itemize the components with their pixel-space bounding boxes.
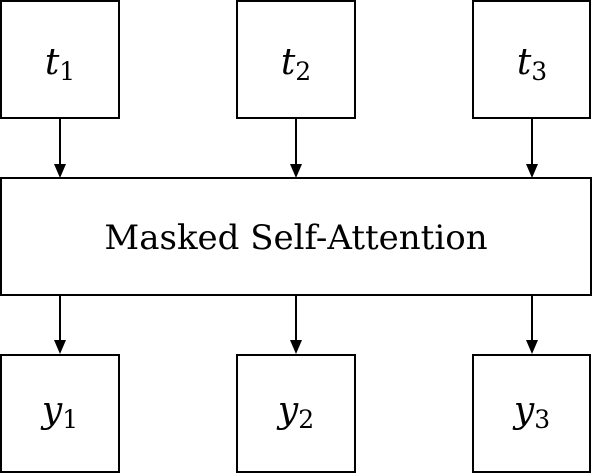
output-arrow-2 xyxy=(290,295,302,354)
input-subscript-2: 2 xyxy=(295,57,311,86)
output-arrow-1 xyxy=(54,295,66,354)
input-node-2: t2 xyxy=(236,0,356,119)
arrow-head-icon xyxy=(54,340,66,354)
output-symbol-1: y xyxy=(40,390,63,431)
output-symbol-3: y xyxy=(512,390,535,431)
output-box-3 xyxy=(472,354,591,473)
input-subscript-1: 1 xyxy=(59,57,75,86)
output-box-2 xyxy=(236,354,356,473)
output-subscript-3: 3 xyxy=(534,405,550,434)
input-arrow-2 xyxy=(290,118,302,178)
output-subscript-1: 1 xyxy=(62,405,78,434)
input-symbol-2: t xyxy=(281,42,296,83)
output-box-1 xyxy=(0,354,120,473)
input-arrow-1 xyxy=(54,118,66,178)
input-label-2: t2 xyxy=(281,42,311,86)
input-symbol-1: t xyxy=(45,42,60,83)
arrow-head-icon xyxy=(290,340,302,354)
input-node-1: t1 xyxy=(0,0,120,119)
output-label-1: y1 xyxy=(40,390,78,434)
output-arrow-3 xyxy=(526,295,538,354)
masked-self-attention-block: Masked Self-Attention xyxy=(0,177,592,296)
attention-label: Masked Self-Attention xyxy=(104,218,487,258)
output-label-2: y2 xyxy=(276,390,314,434)
input-node-3: t3 xyxy=(472,0,591,119)
output-node-1: y1 xyxy=(0,354,120,473)
arrow-head-icon xyxy=(54,164,66,178)
output-subscript-2: 2 xyxy=(298,405,314,434)
input-box-1 xyxy=(0,0,120,119)
input-symbol-3: t xyxy=(517,42,532,83)
input-box-2 xyxy=(236,0,356,119)
output-node-2: y2 xyxy=(236,354,356,473)
input-subscript-3: 3 xyxy=(531,57,547,86)
output-symbol-2: y xyxy=(276,390,299,431)
output-label-3: y3 xyxy=(512,390,550,434)
arrow-head-icon xyxy=(526,340,538,354)
arrow-head-icon xyxy=(526,164,538,178)
input-label-3: t3 xyxy=(517,42,547,86)
input-box-3 xyxy=(472,0,591,119)
arrow-head-icon xyxy=(290,164,302,178)
input-label-1: t1 xyxy=(45,42,75,86)
output-node-3: y3 xyxy=(472,354,591,473)
input-arrow-3 xyxy=(526,118,538,178)
